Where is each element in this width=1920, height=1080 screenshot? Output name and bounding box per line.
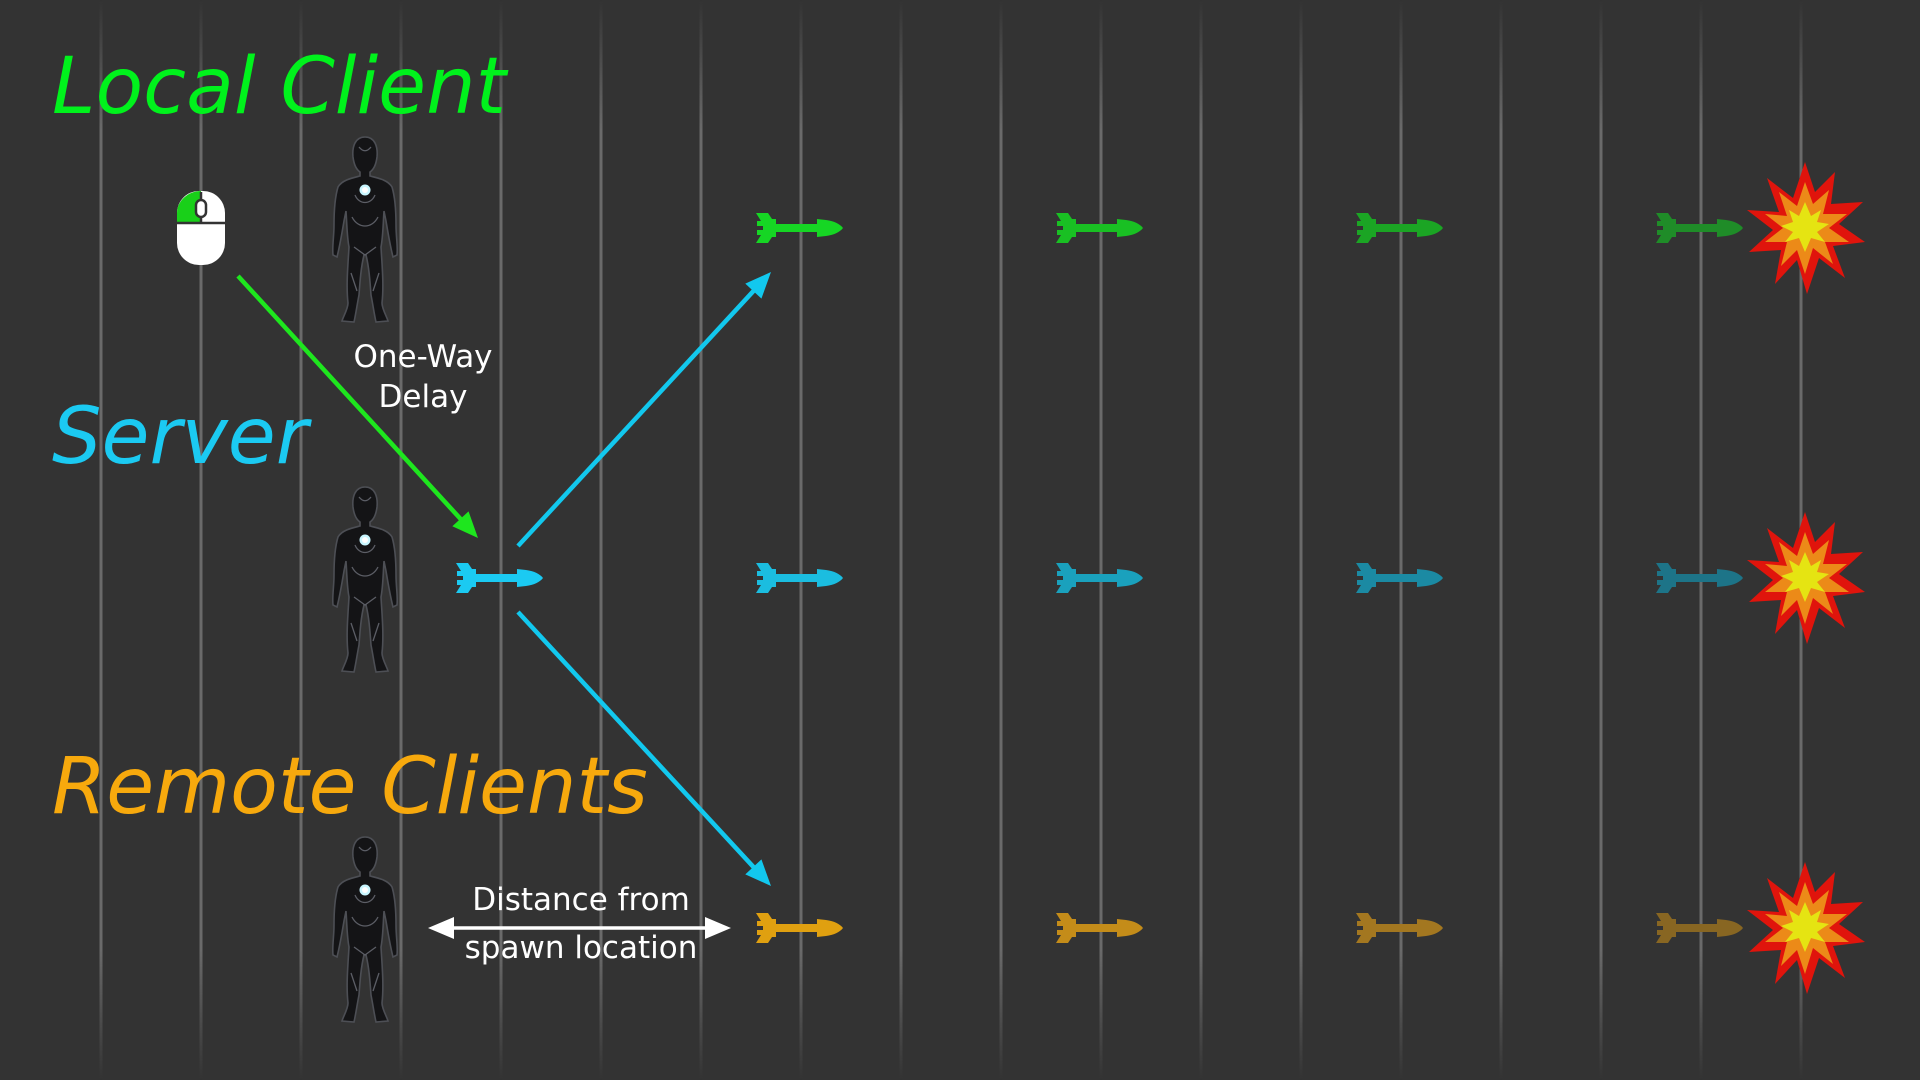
explosion-icon (1747, 512, 1865, 644)
local-client-title: Local Client (52, 42, 507, 132)
impact-explosions (1747, 162, 1865, 994)
local-client-projectiles (756, 213, 1743, 243)
explosion-icon (1747, 162, 1865, 294)
one-way-delay-line-1: One-Way (353, 339, 493, 375)
distance-arrow (428, 917, 731, 939)
one-way-delay-line-2: Delay (378, 378, 468, 415)
character-icon (331, 136, 399, 323)
character-icon (331, 836, 399, 1023)
server-title: Server (52, 392, 308, 482)
distance-label-line-2: spawn location (464, 930, 698, 967)
remote-clients-title: Remote Clients (52, 742, 648, 832)
explosion-icon (1747, 862, 1865, 994)
replication-arrow-to-local (516, 272, 771, 548)
mouse-icon (176, 190, 226, 266)
character-icon (331, 486, 399, 673)
one-way-delay-arrow (236, 274, 478, 538)
one-way-delay-label: One-Way Delay (323, 338, 523, 417)
distance-label-line-1: Distance from (472, 882, 690, 918)
remote-client-projectiles (756, 913, 1743, 943)
replication-arrow-to-remote (516, 610, 771, 886)
distance-label: Distance from spawn location (431, 876, 731, 972)
network-arrows (236, 272, 771, 939)
